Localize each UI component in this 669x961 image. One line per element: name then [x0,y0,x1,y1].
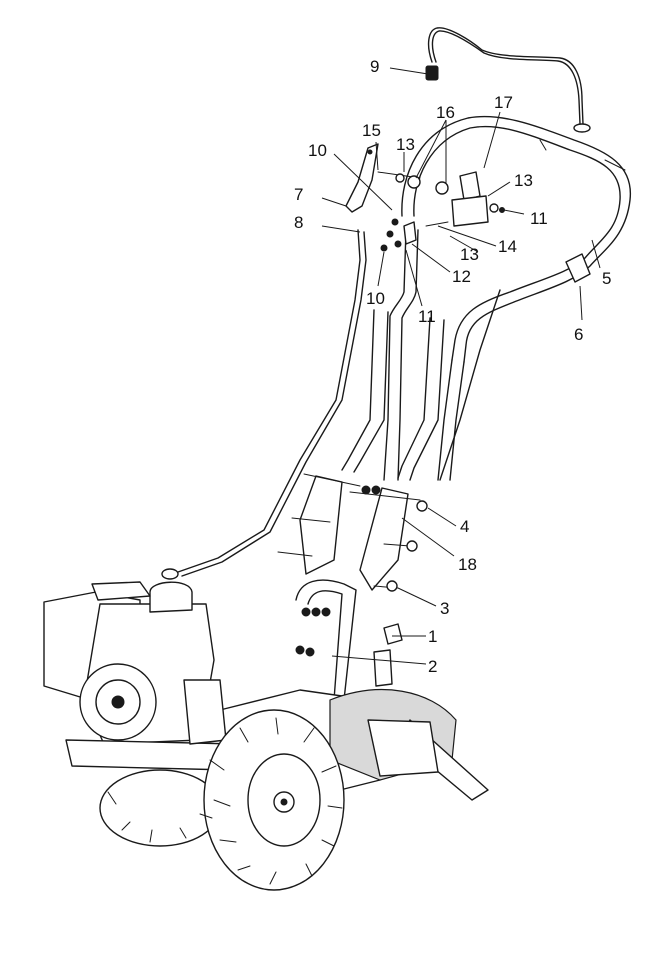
callout-16: 16 [436,103,455,122]
callout-6: 6 [574,325,583,344]
handle-grip [565,253,591,283]
callout-5: 5 [602,269,611,288]
callout-leaders [321,67,601,665]
callout-9: 9 [370,57,379,76]
callout-12: 12 [452,267,471,286]
callout-2: 2 [428,657,437,676]
callout-17: 17 [494,93,513,112]
shift-lever [345,143,379,213]
callout-1: 1 [428,627,437,646]
callout-labels: 1 2 3 4 5 6 7 8 9 10 10 11 11 12 13 13 1… [294,57,611,676]
callout-13a: 13 [396,135,415,154]
callout-11b: 11 [418,307,436,326]
throttle-cable [425,27,591,133]
mounting-hardware [295,607,403,687]
lower-handle-tubes [341,229,465,481]
engine [43,581,237,771]
callout-13c: 13 [460,245,479,264]
callout-13b: 13 [514,171,533,190]
wheels [99,709,345,891]
upper-handle [401,115,632,363]
callout-3: 3 [440,599,449,618]
callout-14: 14 [498,237,517,256]
shift-rod [161,229,501,580]
callout-11a: 11 [530,209,548,228]
callout-10b: 10 [366,289,385,308]
callout-18: 18 [458,555,477,574]
hardware-cluster [377,171,505,252]
handle-brackets [277,473,428,592]
callout-15: 15 [362,121,381,140]
callout-4: 4 [460,517,469,536]
callout-10a: 10 [308,141,327,160]
callout-7: 7 [294,185,303,204]
callout-8: 8 [294,213,303,232]
